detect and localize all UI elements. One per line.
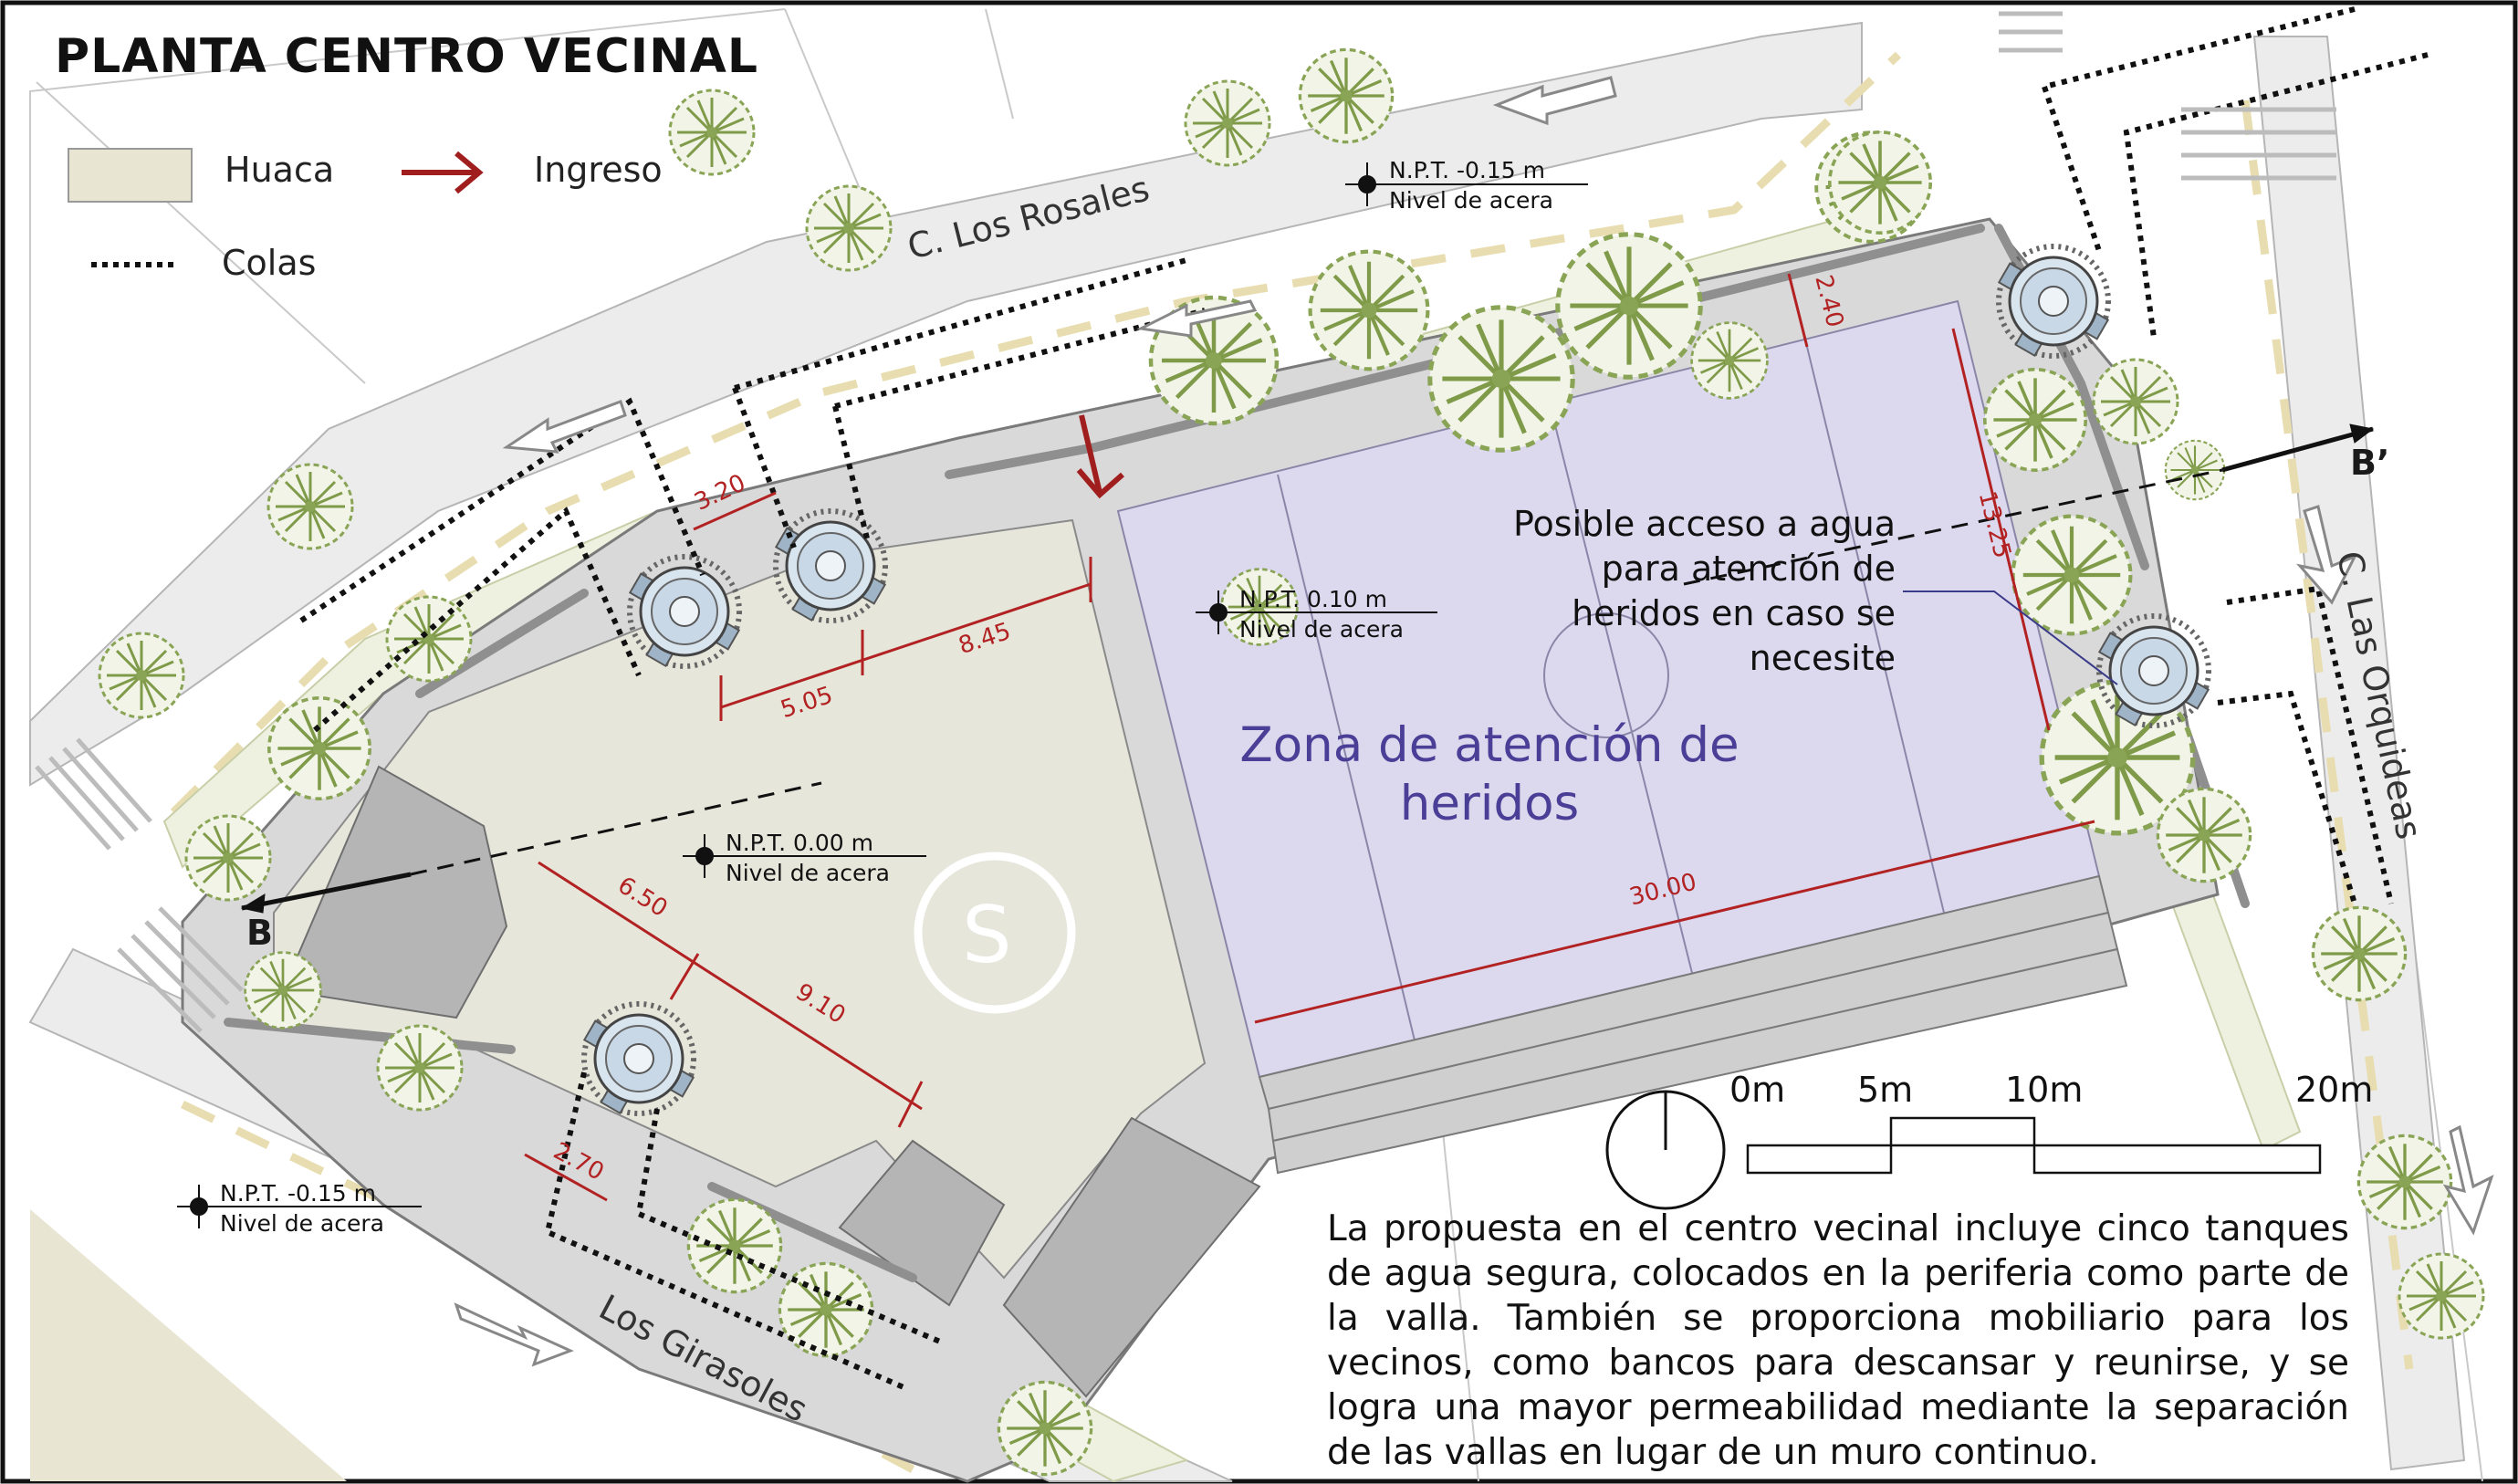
level-top-label: Nivel de acera — [1389, 187, 1553, 214]
level-bottom-label: Nivel de acera — [220, 1210, 384, 1237]
section-label-b: B — [246, 913, 273, 953]
north-arrow-icon — [1605, 1090, 1726, 1210]
helipad-circle — [914, 852, 1076, 1014]
plan-title: PLANTA CENTRO VECINAL — [55, 29, 758, 84]
legend-huaca-label: Huaca — [225, 150, 335, 190]
legend-colas-label: Colas — [222, 243, 317, 283]
level-court-value: N.P.T. 0.10 m — [1239, 586, 1387, 612]
scale-20m: 20m — [2295, 1070, 2374, 1110]
legend-ingreso-arrow — [402, 151, 484, 194]
scale-5m: 5m — [1857, 1070, 1914, 1110]
entry-arrow — [1076, 414, 1124, 499]
dimension-lines — [524, 273, 2095, 1202]
description-note: La propuesta en el centro vecinal incluy… — [1327, 1208, 2349, 1473]
traffic-arrows — [454, 76, 2494, 1367]
scale-10m: 10m — [2005, 1070, 2084, 1110]
section-label-b-prime: B’ — [2350, 443, 2390, 483]
level-court: N.P.T. 0.10 m Nivel de acera — [1239, 584, 1404, 644]
huaca-area — [30, 1209, 347, 1481]
level-plaza-value: N.P.T. 0.00 m — [726, 830, 873, 856]
section-line — [240, 423, 2375, 914]
scale-0m: 0m — [1729, 1070, 1786, 1110]
helipad-letter: S — [962, 890, 1012, 981]
legend-huaca-swatch — [68, 148, 193, 203]
level-bottom-value: N.P.T. -0.15 m — [220, 1180, 376, 1207]
legend-ingreso-label: Ingreso — [534, 150, 663, 190]
level-bottom: N.P.T. -0.15 m Nivel de acera — [220, 1178, 384, 1238]
level-plaza: N.P.T. 0.00 m Nivel de acera — [726, 828, 890, 888]
level-top-value: N.P.T. -0.15 m — [1389, 157, 1545, 183]
graphic-scale — [1746, 1116, 2322, 1175]
water-access-callout: Posible acceso a agua para atención de h… — [1512, 504, 1896, 678]
level-top: N.P.T. -0.15 m Nivel de acera — [1389, 155, 1553, 215]
level-plaza-label: Nivel de acera — [726, 860, 890, 886]
queue-lines — [299, 6, 2429, 1390]
level-court-label: Nivel de acera — [1239, 616, 1404, 643]
zone-label: Zona de atención de heridos — [1239, 717, 1740, 831]
